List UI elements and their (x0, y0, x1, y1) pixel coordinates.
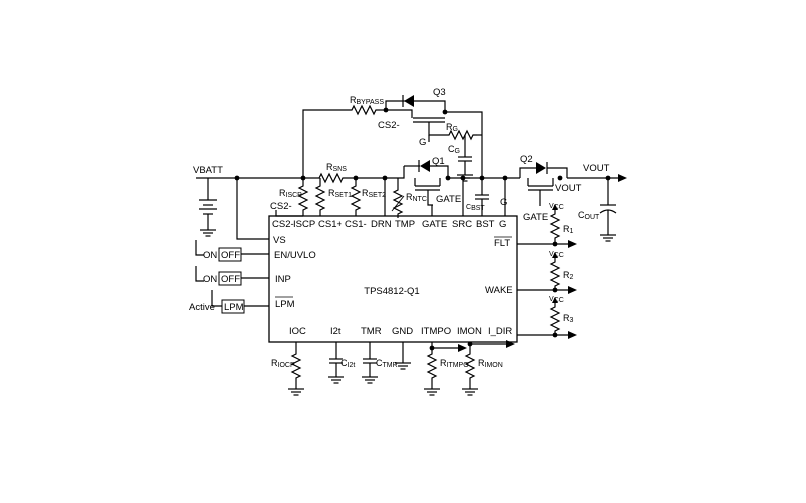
pin-vs-label: VS (273, 235, 286, 246)
r-imon-label: RIMON (478, 358, 503, 369)
vout-label: VOUT (583, 163, 610, 174)
inp-input (195, 266, 269, 286)
right-outputs (517, 204, 577, 339)
r2-label: R2 (563, 270, 574, 281)
pin-en-label: EN/UVLO (274, 250, 316, 261)
r-set2-label: RSET2 (362, 188, 386, 199)
pin-src-label: SRC (452, 219, 472, 230)
c-out-label: COUT (578, 210, 600, 221)
lpm-active-label: Active (189, 302, 215, 313)
lpm-input (211, 290, 269, 314)
c-tmr-capacitor (362, 349, 378, 373)
inp-on-label: ON (203, 274, 217, 285)
r1-label: R1 (563, 224, 574, 235)
pin-imon-label: IMON (457, 326, 482, 337)
vout-arrow (618, 174, 627, 182)
pin-cs1m-label: CS1- (345, 219, 367, 230)
c-tmr-label: CTMR (376, 358, 398, 369)
bottom-pin-labels: IOC I2t TMR GND ITMPO IMON (289, 326, 482, 337)
c-i2t-label: CI2t (341, 358, 355, 369)
pin-gnd-label: GND (392, 326, 413, 337)
r3-label: R3 (563, 313, 574, 324)
q2-transistor (519, 162, 568, 206)
r-set2-resistor (351, 181, 361, 215)
pin-itmpo-label: ITMPO (421, 326, 451, 337)
pin-g-label: G (499, 219, 506, 230)
c-bst-label: CBST (466, 204, 485, 212)
g-upper-label: G (419, 137, 426, 148)
q2-label: Q2 (520, 154, 533, 165)
cs2-side-label: CS2- (270, 201, 292, 212)
inp-off-label: OFF (221, 274, 240, 285)
vcc1-label: VCC (549, 203, 564, 211)
bypass-path (302, 95, 483, 182)
r-bypass-resistor (347, 105, 381, 115)
pin-gate-label: GATE (422, 219, 447, 230)
vs-wire (236, 178, 269, 240)
gate-right-label: GATE (523, 212, 548, 223)
pin-cs1p-label: CS1+ (318, 219, 342, 230)
vcc3-label: VCC (549, 296, 564, 304)
r-g-label: RG (446, 122, 458, 133)
vcc2-label: VCC (549, 251, 564, 259)
output-capacitor (599, 178, 617, 242)
r-sns-label: RSNS (326, 162, 347, 173)
g-right-label: G (500, 197, 507, 208)
r-itmpo-resistor (427, 349, 437, 383)
pin-iscp-label: ISCP (293, 219, 315, 230)
pin-cs2-label: CS2- (272, 219, 294, 230)
en-off-label: OFF (221, 250, 240, 261)
q1-transistor (393, 160, 449, 206)
pin-i2t-label: I2t (330, 326, 341, 337)
right-pin-labels: FLT WAKE I_DIR (485, 236, 513, 337)
r-ntc-resistor (393, 185, 403, 219)
left-pin-labels: VS EN/UVLO INP LPM (273, 235, 316, 310)
q3-label: Q3 (433, 87, 446, 98)
pin-ioc-label: IOC (289, 326, 306, 337)
pin-drn-label: DRN (371, 219, 392, 230)
bottom-components (287, 340, 515, 396)
vout2-label: VOUT (555, 183, 582, 194)
r-set1-label: RSET1 (328, 188, 352, 199)
pin-idir-label: I_DIR (488, 326, 512, 337)
r-ioc-label: RIOCP (271, 358, 295, 369)
pin-flt-label: FLT (494, 238, 510, 249)
lpm-box-label: LPM (224, 302, 244, 313)
en-on-label: ON (203, 250, 217, 261)
pin-tmr-label: TMR (361, 326, 382, 337)
vbatt-label: VBATT (193, 165, 223, 176)
c-g-label: CG (448, 144, 460, 155)
ic-body (268, 215, 518, 343)
r-itmpo-label: RITMPO (440, 358, 469, 369)
main-rail (196, 173, 627, 183)
battery (199, 178, 217, 237)
ic-name: TPS4812-Q1 (364, 286, 419, 297)
cs2-top-label: CS2- (378, 120, 400, 131)
pin-inp-label: INP (275, 274, 291, 285)
gate-label: GATE (436, 194, 461, 205)
q1-label: Q1 (432, 156, 445, 167)
r-iscp-label: RISCP (279, 188, 302, 199)
en-input (195, 240, 269, 262)
pin-bst-label: BST (476, 219, 495, 230)
top-resistors (275, 178, 506, 219)
r-bypass-label: RBYPASS (350, 95, 384, 106)
pin-lpm-label: LPM (275, 299, 295, 310)
r-set1-resistor (315, 181, 325, 215)
pin-wake-label: WAKE (485, 285, 513, 296)
r-ntc-label: RNTC (406, 192, 427, 203)
pin-tmp-label: TMP (395, 219, 415, 230)
top-pin-labels: CS2- ISCP CS1+ CS1- DRN TMP GATE SRC BST… (272, 219, 506, 230)
